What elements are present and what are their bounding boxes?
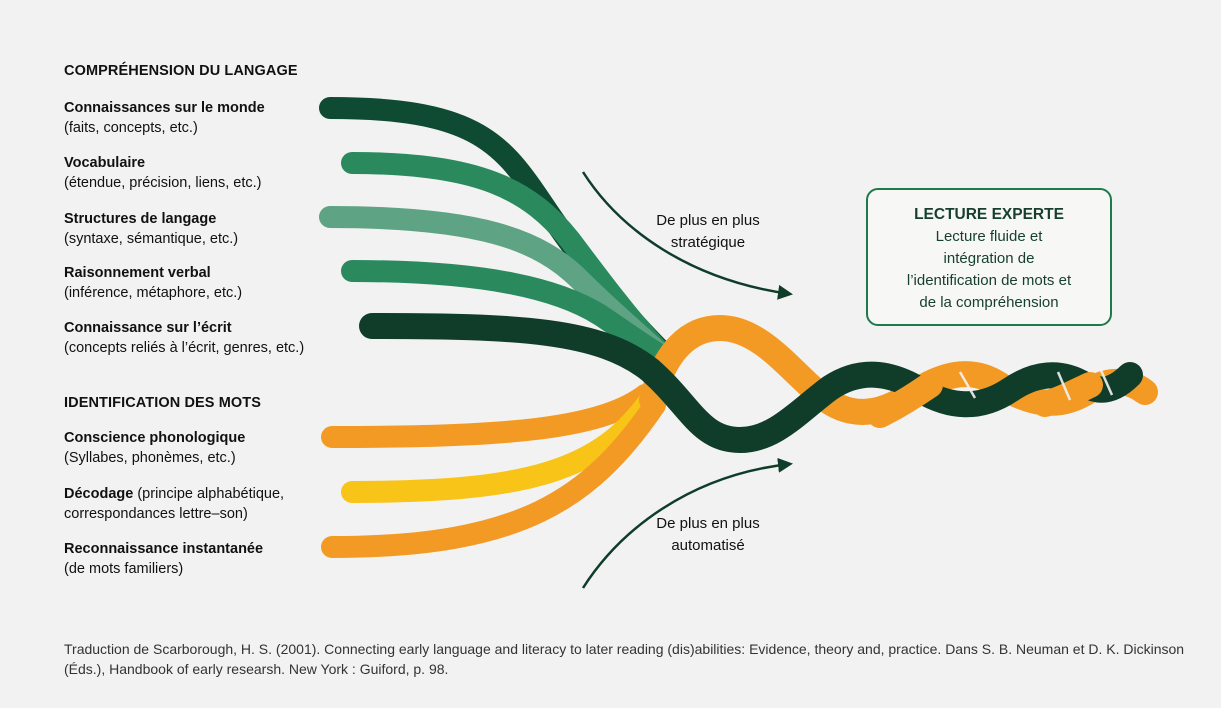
section-title-comprehension: COMPRÉHENSION DU LANGAGE [64, 63, 298, 79]
label-name: Connaissances sur le monde [64, 100, 265, 116]
label-raisonnement-verbal: Raisonnement verbal (inférence, métaphor… [64, 263, 242, 303]
label-name: Décodage [64, 486, 134, 502]
label-detail: (faits, concepts, etc.) [64, 120, 198, 136]
label-detail: (Syllabes, phonèmes, etc.) [64, 450, 236, 466]
label-detail: (syntaxe, sémantique, etc.) [64, 231, 239, 247]
label-detail-2: correspondances lettre–son) [64, 506, 248, 522]
outcome-box: LECTURE EXPERTE Lecture fluide et intégr… [866, 188, 1112, 326]
citation: Traduction de Scarborough, H. S. (2001).… [64, 641, 1185, 677]
arrow-strategique [581, 171, 793, 300]
strand-connaissance-ecrit [359, 313, 1143, 454]
arrow-automatise [581, 457, 793, 589]
label-connaissance-ecrit: Connaissance sur l’écrit (concepts relié… [64, 318, 304, 358]
outcome-line: intégration de [943, 250, 1035, 267]
label-detail: (inférence, métaphore, etc.) [64, 285, 243, 301]
outcome-line: de la compréhension [919, 294, 1059, 311]
label-name: Raisonnement verbal [64, 265, 211, 281]
outcome-title: LECTURE EXPERTE [914, 206, 1064, 223]
strand-reconnaissance-instantanee [321, 394, 666, 558]
label-reconnaissance-instantanee: Reconnaissance instantanée (de mots fami… [64, 539, 263, 579]
arrow-label-line: De plus en plus [656, 515, 760, 532]
outcome-line: Lecture fluide et [935, 228, 1043, 245]
braid-orange-weave-1 [867, 372, 943, 428]
strand-conscience-phonologique [321, 384, 656, 448]
label-detail: (de mots familiers) [64, 561, 184, 577]
label-detail: (étendue, précision, liens, etc.) [64, 175, 262, 191]
outcome-line: l’identification de mots et [906, 272, 1072, 289]
label-detail: (concepts reliés à l’écrit, genres, etc.… [64, 340, 305, 356]
strand-raisonnement-verbal [341, 260, 673, 367]
label-structures-langage: Structures de langage (syntaxe, sémantiq… [64, 209, 238, 249]
arrow-label-automatise: De plus en plus automatisé [628, 513, 788, 557]
label-name: Conscience phonologique [64, 430, 246, 446]
section-title-identification: IDENTIFICATION DES MOTS [64, 395, 261, 411]
label-detail: (principe alphabétique, [137, 486, 285, 502]
label-vocabulaire: Vocabulaire (étendue, précision, liens, … [64, 153, 261, 193]
label-name: Connaissance sur l’écrit [64, 320, 232, 336]
label-decodage: Décodage (principe alphabétique, corresp… [64, 484, 284, 524]
arrow-label-strategique: De plus en plus stratégique [628, 210, 788, 254]
label-connaissances-monde: Connaissances sur le monde (faits, conce… [64, 98, 265, 138]
label-conscience-phonologique: Conscience phonologique (Syllabes, phonè… [64, 428, 245, 468]
arrow-label-line: De plus en plus [656, 212, 760, 229]
arrow-label-line: automatisé [671, 537, 745, 554]
label-name: Vocabulaire [64, 155, 146, 171]
label-name: Reconnaissance instantanée [64, 541, 264, 557]
label-name: Structures de langage [64, 211, 217, 227]
arrow-label-line: stratégique [670, 234, 746, 251]
braid-texture [958, 367, 1114, 401]
